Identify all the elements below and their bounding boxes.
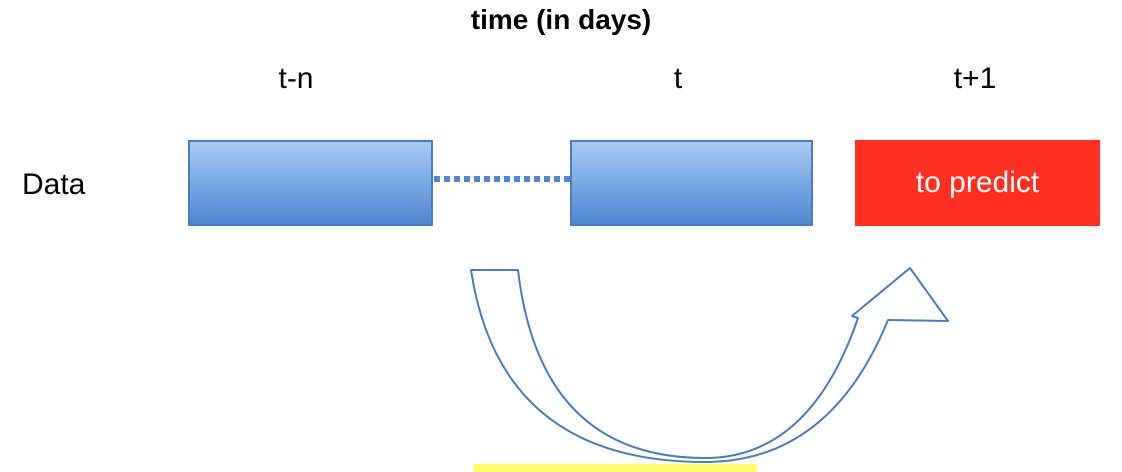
tick-label-current: t xyxy=(673,62,683,95)
highlight-bar xyxy=(474,464,757,472)
predict-label: to predict xyxy=(915,166,1040,199)
data-block-start xyxy=(188,140,433,226)
predict-block: to predict xyxy=(855,140,1100,226)
tick-label-start: t-n xyxy=(278,62,314,95)
row-label-data: Data xyxy=(22,168,86,201)
diagram-title: time (in days) xyxy=(470,4,652,35)
curved-arrow xyxy=(470,267,949,463)
data-block-current xyxy=(570,140,813,226)
tick-label-next: t+1 xyxy=(953,62,997,95)
